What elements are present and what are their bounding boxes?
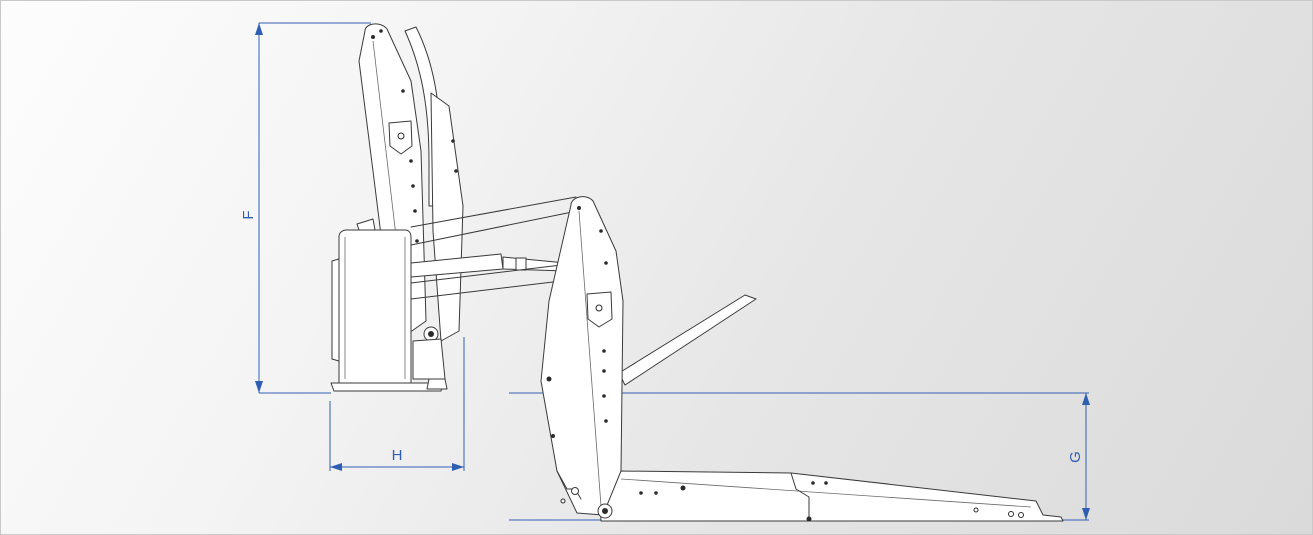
- deployed-platform-hole: [973, 507, 979, 513]
- stowed-bolt: [413, 209, 417, 213]
- deployed-bolt: [577, 206, 581, 210]
- stowed-motor-housing: [338, 229, 412, 384]
- deployed-platform-bolt: [680, 485, 686, 491]
- stowed-bolt: [415, 239, 419, 243]
- deployed-bolt: [602, 394, 606, 398]
- deployed-bolt: [546, 376, 552, 382]
- deployed-platform-bolt: [806, 516, 812, 522]
- stowed-bolt: [371, 35, 375, 39]
- deployed-bolt: [602, 349, 606, 353]
- deployed-platform-edge: [620, 478, 1032, 508]
- dimension-h: H: [329, 337, 465, 471]
- deployed-foot-hub: [602, 508, 608, 514]
- stowed-mounting-bracket: [412, 338, 446, 380]
- deployed-linkage-hole: [560, 498, 566, 504]
- deployed-bolt: [551, 434, 555, 438]
- dimension-h-arrow-left: [330, 463, 342, 471]
- stowed-bolt: [454, 169, 458, 173]
- dimension-f: F: [240, 22, 371, 394]
- stowed-bracket-bolt: [397, 132, 405, 140]
- deployed-platform-bolt: [639, 491, 643, 495]
- deployed-bolt: [602, 369, 606, 373]
- dimension-g-arrow-bottom: [1082, 508, 1090, 520]
- deployed-bolt: [604, 419, 608, 423]
- stowed-base-foot: [426, 378, 448, 390]
- deployed-platform-bolt: [824, 481, 828, 485]
- dimension-f-arrow-bottom: [255, 381, 263, 393]
- lift-deployed-position: [540, 196, 1064, 522]
- stowed-cylinder-clamp: [515, 257, 527, 271]
- deployed-platform-step: [790, 472, 810, 520]
- dimension-g-label: G: [1067, 451, 1084, 463]
- upper-link-beam: [410, 196, 577, 228]
- upper-link-beam: [410, 210, 578, 246]
- stowed-bolt: [451, 139, 455, 143]
- deployed-bolt: [604, 261, 608, 265]
- lift-stowed-position: [330, 23, 567, 392]
- stowed-bolt: [411, 184, 415, 188]
- deployed-bracket-bolt: [595, 304, 603, 312]
- stowed-pivot-hub: [428, 331, 434, 337]
- deployed-platform-hole: [1008, 511, 1014, 517]
- stowed-rear-arm: [430, 92, 464, 342]
- stowed-bolt: [401, 89, 405, 93]
- deployed-platform-bolt: [654, 491, 658, 495]
- dimension-h-arrow-right: [452, 463, 464, 471]
- stowed-bolt: [379, 29, 383, 33]
- lift-connecting-beams: [410, 196, 579, 300]
- stowed-bolt: [409, 159, 413, 163]
- stowed-top-latch: [356, 218, 376, 231]
- dimension-f-arrow-top: [255, 23, 263, 35]
- lower-link-beam: [410, 278, 579, 300]
- stowed-base-plate: [330, 382, 444, 392]
- deployed-handrail: [618, 294, 757, 386]
- dimension-f-label: F: [240, 210, 257, 219]
- deployed-main-mast: [540, 196, 624, 516]
- dimension-h-label: H: [392, 447, 403, 464]
- deployed-linkage-pin: [571, 487, 579, 495]
- deployed-platform: [598, 470, 1064, 522]
- deployed-platform-bolt: [811, 481, 815, 485]
- lower-link-beam: [410, 262, 579, 284]
- deployed-mast-edge: [578, 210, 602, 507]
- deployed-bolt: [599, 229, 603, 233]
- deployed-platform-hole: [1018, 512, 1024, 518]
- deployed-foot-linkage: [556, 470, 582, 500]
- stowed-side-handle: [331, 258, 340, 362]
- dimension-g-arrow-top: [1082, 393, 1090, 405]
